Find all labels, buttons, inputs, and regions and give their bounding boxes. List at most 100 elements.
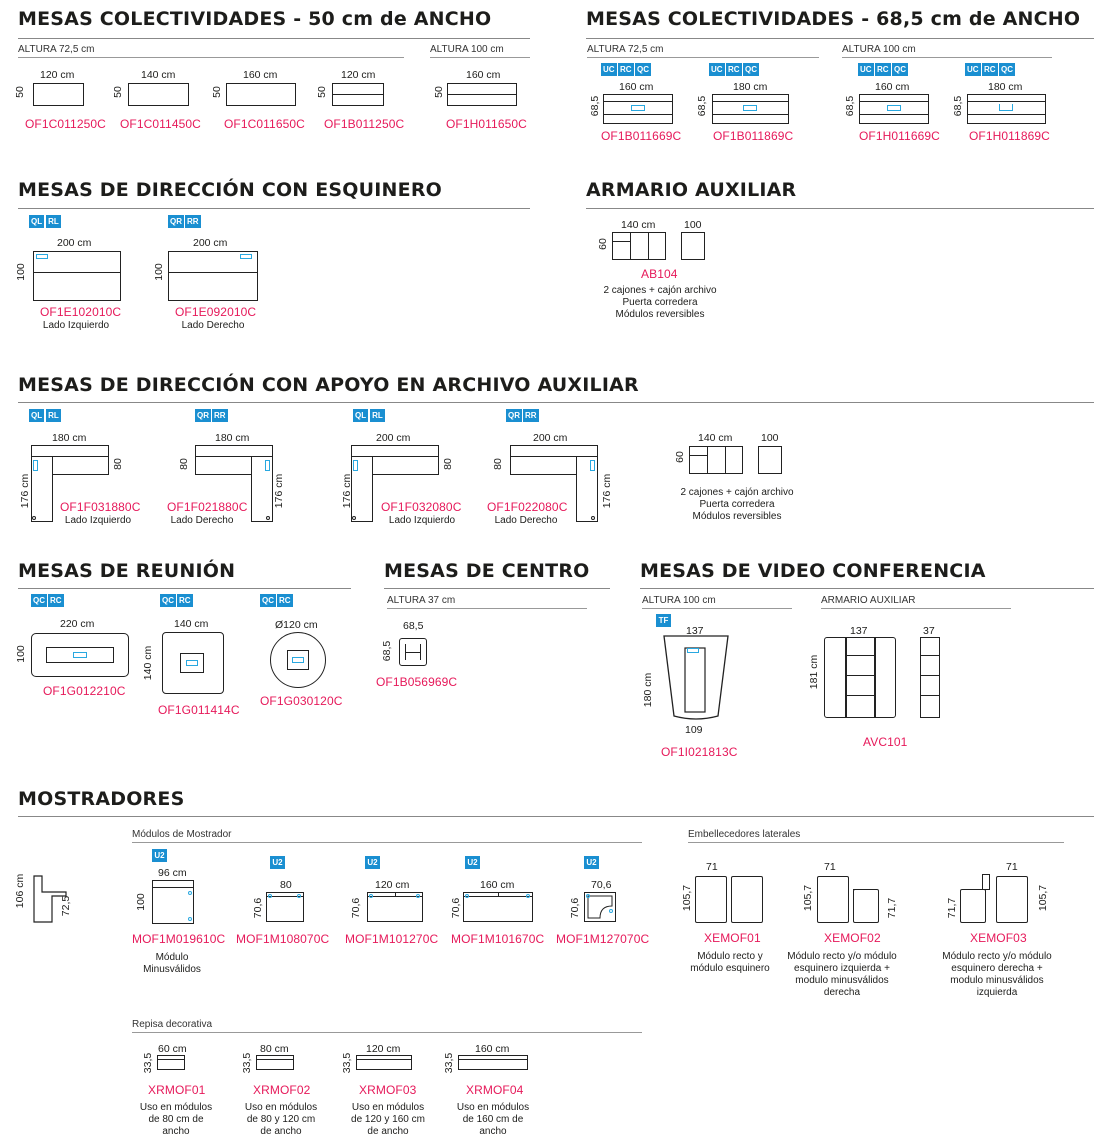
section-rule	[18, 588, 351, 589]
description-line: de 160 cm de	[462, 1114, 524, 1125]
depth-label: 50	[432, 86, 445, 98]
product-code: MOF1M101270C	[345, 932, 439, 946]
subheading-altura-100: ALTURA 100 cm	[642, 595, 716, 606]
shelf-line	[846, 655, 875, 656]
electrification-box	[186, 660, 198, 666]
description-line: de 80 y 120 cm	[246, 1114, 316, 1125]
description-line: Puerta corredera	[622, 297, 698, 308]
cabinet-return	[251, 456, 273, 522]
table-plan	[33, 83, 84, 106]
shelf-line	[458, 1059, 528, 1060]
subheading-rule	[430, 57, 530, 58]
subheading-altura-100: ALTURA 100 cm	[842, 44, 916, 55]
panel-notch	[982, 874, 990, 890]
badge-qc: QC	[743, 63, 759, 76]
side-panel	[817, 876, 849, 923]
product-code: XEMOF01	[704, 931, 761, 945]
cabinet-divider	[845, 637, 846, 718]
table-divider	[967, 101, 1046, 102]
width-label: 96 cm	[158, 867, 187, 879]
counter-divider	[152, 887, 194, 888]
section-rule	[18, 38, 530, 39]
cabinet-return	[351, 456, 373, 522]
badge-rl: RL	[46, 215, 61, 228]
product-code: OF1B011869C	[713, 129, 794, 143]
width-label: 180 cm	[733, 81, 768, 93]
side-panel	[731, 876, 763, 923]
cabinet-return	[576, 456, 598, 522]
badge-rc: RC	[875, 63, 891, 76]
depth-label-short: 80	[491, 458, 504, 470]
side-caption: Lado Izquierdo	[42, 320, 110, 331]
desk-plan	[33, 251, 121, 301]
drawer-line	[612, 241, 630, 242]
depth-label: 70,6	[569, 897, 582, 919]
depth-label: 33,5	[142, 1052, 155, 1074]
description-line: Uso en módulos	[244, 1102, 318, 1113]
product-code: OF1C011250C	[25, 117, 106, 131]
product-code: OF1H011869C	[969, 129, 1050, 143]
subheading-repisa: Repisa decorativa	[132, 1019, 213, 1030]
subheading-rule	[587, 57, 819, 58]
description-line: Módulo recto y/o módulo	[787, 951, 897, 962]
subheading-rule	[387, 608, 587, 609]
width-label: 120 cm	[341, 69, 376, 81]
shelf-plan	[458, 1055, 528, 1070]
badge-rc: RC	[48, 594, 64, 607]
section-title-reunion: MESAS DE REUNIÓN	[18, 560, 236, 582]
drawer-line	[689, 455, 707, 456]
width-label: 120 cm	[375, 879, 410, 891]
depth-label: 33,5	[341, 1052, 354, 1074]
width-label: 140 cm	[698, 432, 733, 444]
product-code: MOF1M127070C	[556, 932, 650, 946]
width-label: 71	[1006, 861, 1018, 873]
cabinet-divider	[875, 637, 876, 718]
product-code: OF1B056969C	[376, 675, 458, 689]
section-title-mostradores: MOSTRADORES	[18, 788, 185, 810]
cabinet-divider	[725, 446, 726, 474]
counter-module-plan	[367, 892, 423, 922]
width-label: 140 cm	[141, 69, 176, 81]
depth-label: 50	[315, 86, 328, 98]
subheading-altura-72: ALTURA 72,5 cm	[18, 44, 95, 55]
height-label: 71,7	[946, 897, 959, 919]
grommet-dot	[188, 917, 192, 921]
shelf-plan	[157, 1055, 185, 1070]
product-code: MOF1M019610C	[132, 932, 226, 946]
caster-dot	[266, 516, 270, 520]
width-label: 120 cm	[40, 69, 75, 81]
section-rule	[18, 402, 1094, 403]
width-label: 160 cm	[243, 69, 278, 81]
section-rule	[18, 208, 530, 209]
subheading-altura-37: ALTURA 37 cm	[387, 595, 456, 606]
depth-label: 100	[14, 263, 27, 281]
description-line: Módulo	[155, 952, 189, 963]
description-line: Uso en módulos	[351, 1102, 425, 1113]
table-divider	[447, 94, 517, 95]
side-caption: Lado Izquierdo	[64, 515, 132, 526]
cabinet-side	[920, 637, 940, 718]
width-label: 68,5	[403, 620, 424, 632]
side-caption: Lado Derecho	[170, 515, 234, 526]
desk-edge	[510, 474, 576, 475]
shelf-plan	[256, 1055, 294, 1070]
subheading-modulos: Módulos de Mostrador	[132, 829, 232, 840]
depth-label: 70,6	[252, 897, 265, 919]
width-label: 80 cm	[260, 1043, 289, 1055]
counter-divider	[266, 896, 304, 897]
description-line: ancho	[479, 1126, 507, 1137]
description-line: Módulos reversibles	[692, 511, 782, 522]
electrification-box	[353, 460, 358, 471]
width-label: 160 cm	[466, 69, 501, 81]
product-code: OF1G030120C	[260, 694, 343, 708]
caster-dot	[591, 516, 595, 520]
videoconference-table-plan	[663, 635, 729, 720]
section-title-direccion-esquinero: MESAS DE DIRECCIÓN CON ESQUINERO	[18, 179, 443, 201]
product-code: OF1G012210C	[43, 684, 126, 698]
badge-rc: RC	[277, 594, 293, 607]
electrification-box	[743, 105, 757, 111]
badge-uc: UC	[965, 63, 981, 76]
section-rule	[640, 588, 1094, 589]
depth-label: 180 cm	[642, 672, 655, 708]
subheading-rule	[132, 1032, 642, 1033]
